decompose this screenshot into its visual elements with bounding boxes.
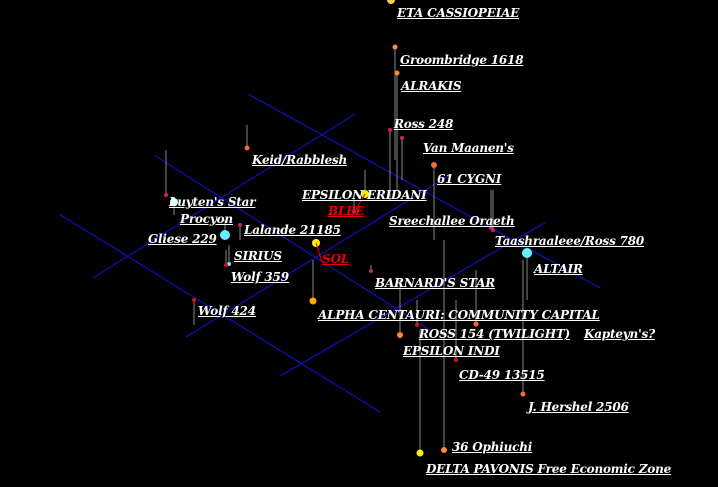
star-marker[interactable] — [369, 269, 373, 273]
star-marker[interactable] — [164, 193, 168, 197]
star-marker[interactable] — [387, 0, 395, 4]
star-marker[interactable] — [431, 162, 437, 168]
star-marker[interactable] — [392, 44, 398, 50]
star-label[interactable]: Gliese 229 — [148, 232, 217, 246]
star-label[interactable]: ROSS 154 (TWILIGHT) — [419, 327, 571, 341]
star-marker[interactable] — [415, 323, 419, 327]
star-marker[interactable] — [220, 230, 230, 240]
star-marker[interactable] — [192, 298, 196, 302]
star-label[interactable]: Luyten's Star — [169, 195, 256, 209]
grid-line — [92, 113, 356, 279]
star-label[interactable]: J. Hershel 2506 — [528, 400, 629, 414]
star-label[interactable]: CD-49 13515 — [459, 368, 545, 382]
star-marker[interactable] — [473, 321, 479, 327]
star-label[interactable]: Sreechallee Oraeth — [389, 214, 515, 228]
star-marker[interactable] — [416, 449, 424, 457]
star-label[interactable]: Groombridge 1618 — [400, 53, 524, 67]
star-marker[interactable] — [520, 391, 526, 397]
star-label-home[interactable]: BLEE — [328, 204, 365, 218]
star-label[interactable]: Ross 248 — [394, 117, 454, 131]
star-label[interactable]: 36 Ophiuchi — [452, 440, 533, 454]
grid-line — [185, 174, 451, 338]
star-label[interactable]: ALTAIR — [534, 262, 583, 276]
star-marker[interactable] — [309, 297, 317, 305]
star-label[interactable]: Keid/Rabblesh — [252, 153, 348, 167]
star-label[interactable]: EPSILON ERIDANI — [302, 188, 427, 202]
star-marker[interactable] — [454, 358, 458, 362]
star-label[interactable]: EPSILON INDI — [403, 344, 500, 358]
star-label[interactable]: ALRAKIS — [401, 79, 462, 93]
star-label[interactable]: Wolf 424 — [198, 304, 256, 318]
star-marker[interactable] — [388, 128, 392, 132]
star-marker[interactable] — [400, 136, 404, 140]
grid-line — [153, 154, 431, 331]
star-label[interactable]: Wolf 359 — [231, 270, 289, 284]
star-label[interactable]: ETA CASSIOPEIAE — [397, 6, 520, 20]
star-label[interactable]: 61 CYGNI — [437, 172, 502, 186]
grid-line — [279, 221, 547, 377]
star-marker[interactable] — [491, 228, 495, 232]
star-marker[interactable] — [244, 145, 250, 151]
star-label[interactable]: SIRIUS — [234, 249, 282, 263]
blee-pointer — [351, 193, 366, 217]
star-marker[interactable] — [522, 248, 532, 258]
grid-line — [58, 213, 381, 413]
star-marker[interactable] — [441, 447, 447, 453]
star-marker[interactable] — [397, 332, 403, 338]
sol-pointer — [315, 242, 323, 263]
star-label[interactable]: BARNARD'S STAR — [375, 276, 496, 290]
star-marker[interactable] — [224, 263, 228, 267]
star-marker[interactable] — [238, 223, 242, 227]
star-label[interactable]: Van Maanen's — [423, 141, 514, 155]
star-label[interactable]: Kapteyn's? — [584, 327, 655, 341]
star-label-sol[interactable]: SOL — [322, 252, 349, 266]
star-label[interactable]: Lalande 21185 — [244, 223, 341, 237]
star-label[interactable]: Taashraaleee/Ross 780 — [495, 234, 645, 248]
star-marker[interactable] — [394, 70, 400, 76]
star-label[interactable]: DELTA PAVONIS Free Economic Zone — [426, 462, 672, 476]
star-marker[interactable] — [170, 198, 178, 206]
star-label[interactable]: ALPHA CENTAURI: COMMUNITY CAPITAL — [318, 308, 600, 322]
star-label[interactable]: Procyon — [180, 212, 233, 226]
